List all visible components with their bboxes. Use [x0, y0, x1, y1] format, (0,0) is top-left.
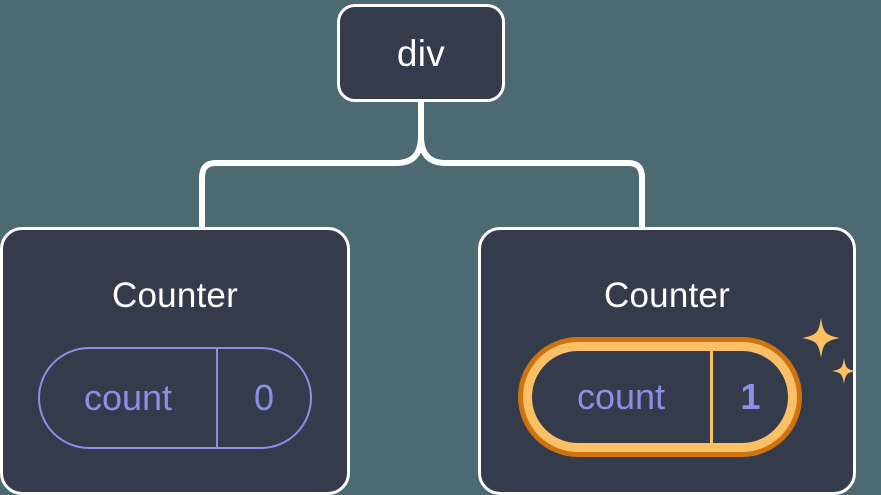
connector-branch-right	[418, 135, 645, 229]
node-div[interactable]: div	[337, 4, 505, 102]
highlight-ring-inner: count 1	[523, 342, 797, 452]
highlight-ring-outer: count 1	[518, 337, 802, 457]
state-value-label-highlighted: 1	[740, 376, 761, 417]
state-pill-count-one-highlighted[interactable]: count 1	[518, 337, 802, 457]
connector-branch-left	[199, 135, 424, 229]
node-counter-right-label: Counter	[604, 276, 730, 315]
node-div-label: div	[396, 32, 446, 74]
state-value-label: 0	[253, 377, 275, 418]
state-pill-count-zero[interactable]: count 0	[38, 347, 312, 449]
state-key-label: count	[40, 349, 218, 447]
state-key-label-highlighted: count	[532, 351, 713, 443]
node-counter-left-label: Counter	[112, 276, 238, 315]
